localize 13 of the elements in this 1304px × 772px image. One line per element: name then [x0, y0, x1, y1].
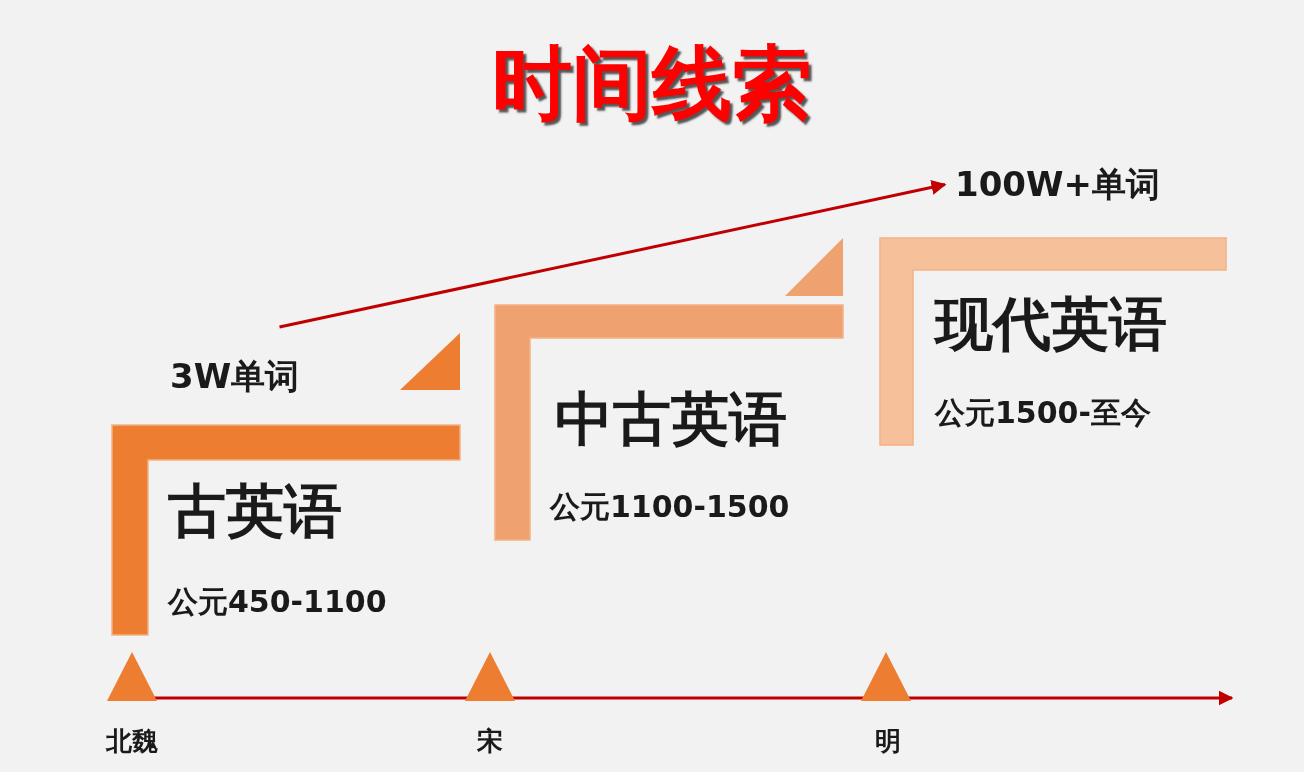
date-range: 公元1500-至今 [935, 396, 1151, 429]
date-range: 公元1100-1500 [550, 490, 790, 523]
title: 时间线索 [491, 40, 813, 128]
stage-title: 古英语 [168, 480, 342, 544]
era-label: 宋 [477, 727, 503, 756]
stage-title: 中古英语 [555, 388, 787, 452]
text-label: 3W单词 [170, 358, 300, 396]
text-label: 100W+单词 [955, 166, 1160, 204]
arrow [279, 180, 947, 329]
era-label: 明 [875, 727, 901, 756]
stage-title: 现代英语 [935, 293, 1167, 357]
era-label: 北魏 [106, 727, 158, 756]
date-range: 公元450-1100 [168, 585, 387, 618]
